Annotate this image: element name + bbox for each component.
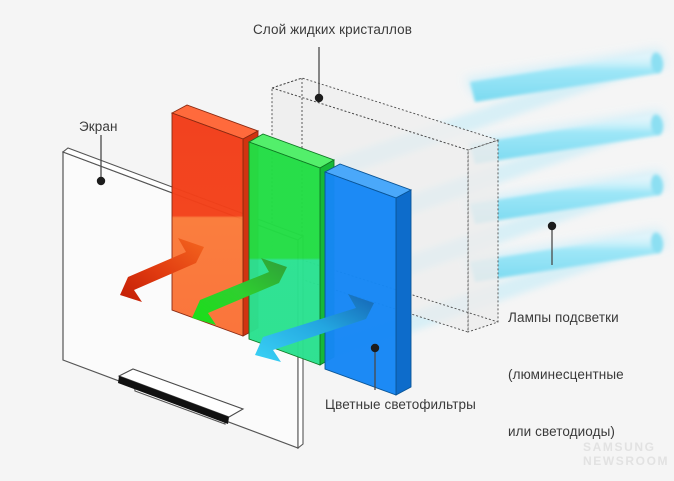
- label-backlight-line-3: или светодиоды): [508, 424, 615, 439]
- green-filter-panel: [247, 133, 336, 366]
- label-screen: Экран: [79, 119, 118, 134]
- leader-dot-color-filters: [370, 343, 380, 353]
- leader-lines: [96, 47, 557, 390]
- label-backlight: Лампы подсветки (люминесцентные или свет…: [508, 270, 624, 479]
- backlight-lamps: [465, 48, 668, 282]
- label-color-filters: Цветные светофильтры: [325, 397, 476, 412]
- lamp-tube-3: [470, 174, 664, 224]
- label-backlight-line-2: (люминесцентные: [508, 367, 624, 382]
- watermark-line-2: NEWSROOM: [583, 454, 670, 468]
- lamp-tube-2: [470, 114, 664, 164]
- cyan-light-arrow: [255, 294, 374, 362]
- lamp-tube-1: [470, 52, 664, 102]
- red-light-arrow: [120, 238, 204, 302]
- leader-dot-lcd-layer: [314, 93, 324, 103]
- label-backlight-line-1: Лампы подсветки: [508, 310, 619, 325]
- leader-dot-screen: [96, 176, 106, 186]
- leader-dot-backlight: [547, 221, 557, 231]
- tv-stand-base-shadow: [118, 376, 229, 424]
- green-light-arrow: [192, 258, 287, 325]
- label-lcd-layer: Слой жидких кристаллов: [253, 22, 413, 37]
- samsung-newsroom-watermark: SAMSUNG NEWSROOM: [583, 440, 669, 468]
- lamp-tube-4: [470, 232, 664, 282]
- watermark-line-1: SAMSUNG: [583, 440, 656, 454]
- blue-filter-panel: [323, 163, 413, 396]
